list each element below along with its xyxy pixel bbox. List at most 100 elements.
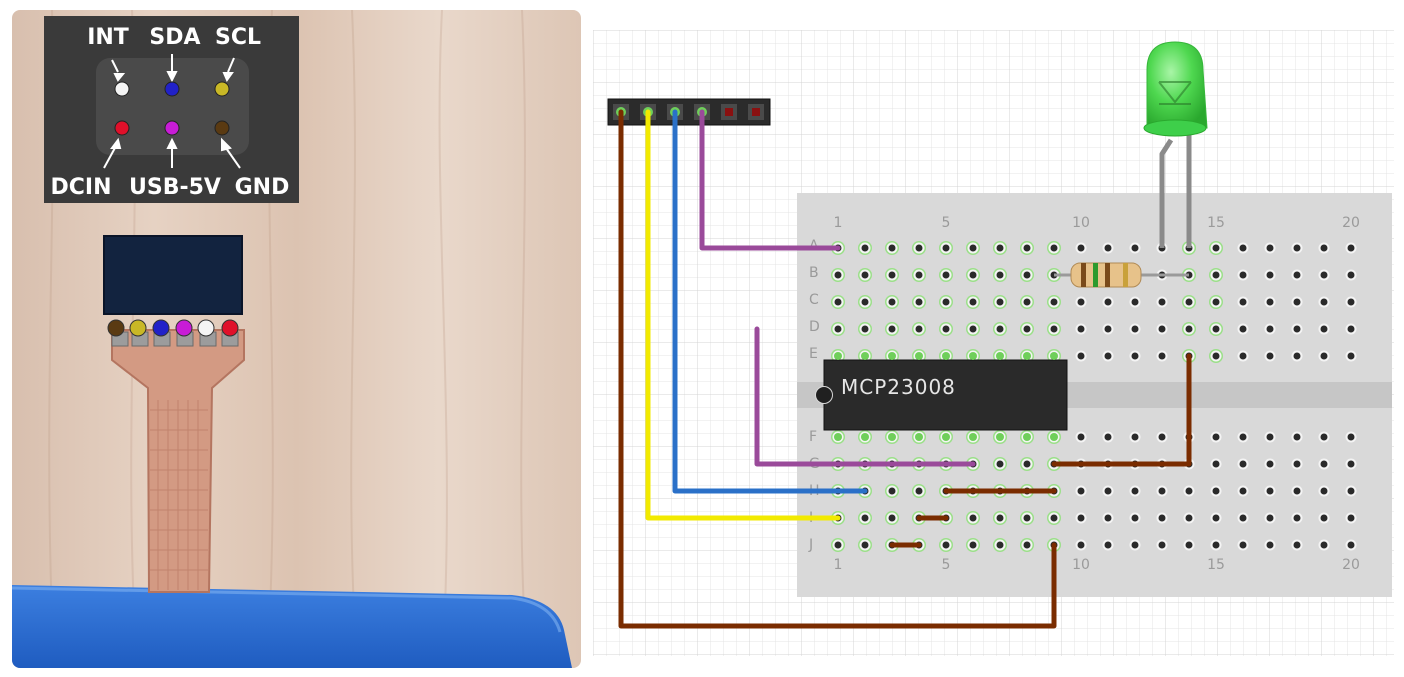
chip-pin	[942, 433, 950, 441]
hole	[1131, 487, 1139, 495]
hole	[1239, 433, 1247, 441]
hole	[888, 514, 896, 522]
hole	[1050, 244, 1058, 252]
column-number-bottom-1: 1	[834, 557, 843, 573]
chip-pin	[834, 352, 842, 360]
column-number-top-10: 10	[1072, 215, 1090, 231]
chip-pin	[969, 433, 977, 441]
column-number-bottom-15: 15	[1207, 557, 1225, 573]
legend-label-int: INT	[87, 25, 129, 50]
hole	[1023, 514, 1031, 522]
resistor	[1054, 262, 1189, 288]
hole	[915, 244, 923, 252]
hole	[888, 298, 896, 306]
hole	[1293, 487, 1301, 495]
hole	[1077, 433, 1085, 441]
column-number-top-15: 15	[1207, 215, 1225, 231]
hole	[1050, 514, 1058, 522]
chip-pin	[1050, 433, 1058, 441]
hole	[915, 325, 923, 333]
hole	[1077, 352, 1085, 360]
column-number-top-20: 20	[1342, 215, 1360, 231]
hole	[1131, 352, 1139, 360]
hole	[996, 460, 1004, 468]
hole	[1185, 514, 1193, 522]
legend-label-usb-5v: USB-5V	[129, 175, 221, 200]
hole	[1104, 514, 1112, 522]
hole	[1239, 514, 1247, 522]
hole	[1050, 325, 1058, 333]
chip-label: MCP23008	[841, 375, 956, 399]
hole	[1023, 271, 1031, 279]
hole	[1347, 325, 1355, 333]
hole	[888, 271, 896, 279]
hole	[1023, 298, 1031, 306]
hole	[1320, 271, 1328, 279]
hole	[1023, 541, 1031, 549]
phone-body	[12, 585, 572, 668]
hole	[1131, 244, 1139, 252]
hole	[942, 298, 950, 306]
hole	[1239, 460, 1247, 468]
hole	[1239, 487, 1247, 495]
hole	[1266, 460, 1274, 468]
hole	[1293, 514, 1301, 522]
chip-pin	[1050, 352, 1058, 360]
hole	[915, 487, 923, 495]
row-label-f: F	[809, 429, 817, 445]
hole	[915, 298, 923, 306]
hole	[1266, 271, 1274, 279]
hole	[1212, 325, 1220, 333]
chip-pin	[996, 433, 1004, 441]
hole	[1131, 541, 1139, 549]
hole	[1266, 298, 1274, 306]
header-connector	[103, 235, 243, 315]
hole	[1023, 460, 1031, 468]
hole	[1347, 271, 1355, 279]
hole	[1212, 352, 1220, 360]
hole	[1212, 298, 1220, 306]
hole	[942, 244, 950, 252]
chip-pin	[1023, 433, 1031, 441]
hole	[1320, 298, 1328, 306]
hole	[1320, 487, 1328, 495]
hole	[996, 541, 1004, 549]
hole	[1104, 298, 1112, 306]
hole	[1077, 487, 1085, 495]
wire-gnd-header	[618, 109, 1057, 629]
photo-panel: INT SDA SCL DCIN USB-5V GND	[12, 10, 581, 668]
photo-pad	[197, 319, 215, 337]
hole	[861, 325, 869, 333]
wire-scl	[645, 109, 841, 521]
chip-pin	[915, 352, 923, 360]
hole	[1050, 298, 1058, 306]
hole	[1104, 433, 1112, 441]
hole	[1185, 325, 1193, 333]
chip-pin	[915, 433, 923, 441]
row-label-d: D	[809, 319, 820, 335]
hole	[969, 244, 977, 252]
hole	[1212, 487, 1220, 495]
hole	[834, 298, 842, 306]
hole	[1158, 352, 1166, 360]
row-label-c: C	[809, 292, 819, 308]
hole	[1293, 460, 1301, 468]
chip-pin	[861, 433, 869, 441]
hole	[1212, 433, 1220, 441]
photo-pad	[175, 319, 193, 337]
hole	[969, 271, 977, 279]
hole	[1347, 298, 1355, 306]
photo-pad	[129, 319, 147, 337]
hole	[1293, 271, 1301, 279]
chip-pin	[834, 433, 842, 441]
hole	[1266, 325, 1274, 333]
hole	[996, 514, 1004, 522]
hole	[834, 541, 842, 549]
hole	[1266, 433, 1274, 441]
wire-sda	[672, 109, 868, 494]
chip-pin	[969, 352, 977, 360]
hole	[861, 271, 869, 279]
hole	[1293, 541, 1301, 549]
legend-dot-usb-5v	[164, 120, 180, 136]
hole	[1347, 514, 1355, 522]
